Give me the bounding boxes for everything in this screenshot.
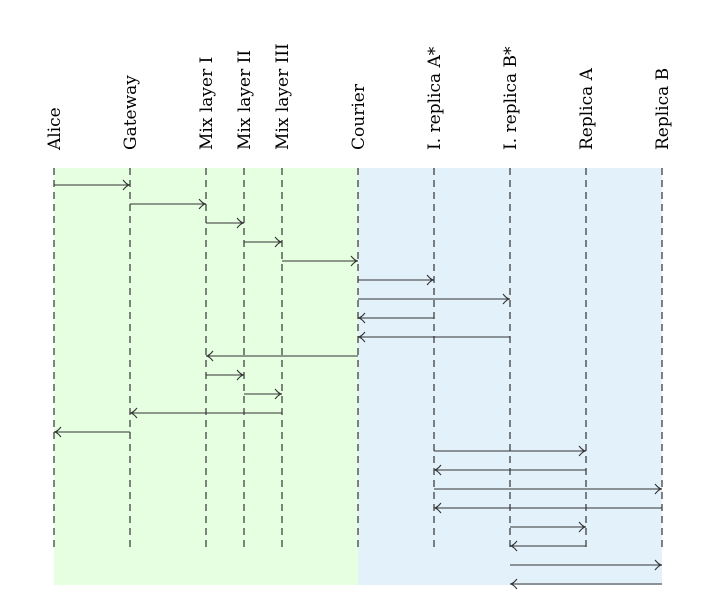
message-arrow-15	[434, 445, 587, 457]
message-arrow-6	[358, 274, 435, 286]
message-arrow-18	[433, 502, 662, 514]
message-arrow-11	[206, 369, 245, 381]
message-arrow-12	[244, 388, 283, 400]
message-arrow-10	[205, 350, 358, 362]
participant-label-mix-layer-iii: Mix layer III	[273, 43, 293, 150]
message-arrow-1	[54, 179, 131, 191]
message-arrow-20	[509, 540, 586, 552]
lifelines	[53, 168, 663, 548]
participant-labels: Alice Gateway Mix layer I Mix layer II Mix l…	[45, 43, 673, 151]
message-arrow-16	[433, 464, 586, 476]
message-arrow-21	[510, 559, 663, 571]
participant-label-i-replica-a: I. replica A*	[425, 46, 445, 150]
message-arrow-19	[510, 521, 587, 533]
participant-label-replica-b: Replica B	[653, 68, 673, 150]
participant-label-courier: Courier	[349, 83, 369, 150]
participant-label-mix-layer-ii: Mix layer II	[235, 50, 255, 150]
message-arrow-2	[130, 198, 207, 210]
participant-label-alice: Alice	[45, 107, 65, 151]
participant-label-mix-layer-i: Mix layer I	[197, 57, 217, 150]
message-arrow-17	[434, 483, 663, 495]
participant-label-gateway: Gateway	[121, 75, 141, 150]
message-arrow-9	[357, 331, 510, 343]
participant-label-replica-a: Replica A	[577, 67, 597, 150]
message-arrow-3	[206, 217, 245, 229]
participant-label-i-replica-b: I. replica B*	[501, 46, 521, 150]
message-arrow-13	[129, 407, 282, 419]
messages	[53, 179, 663, 590]
message-arrow-5	[282, 255, 359, 267]
message-arrow-14	[53, 426, 130, 438]
message-arrow-4	[244, 236, 283, 248]
message-arrow-7	[358, 293, 511, 305]
message-arrow-22	[509, 578, 662, 590]
message-arrow-8	[357, 312, 434, 324]
